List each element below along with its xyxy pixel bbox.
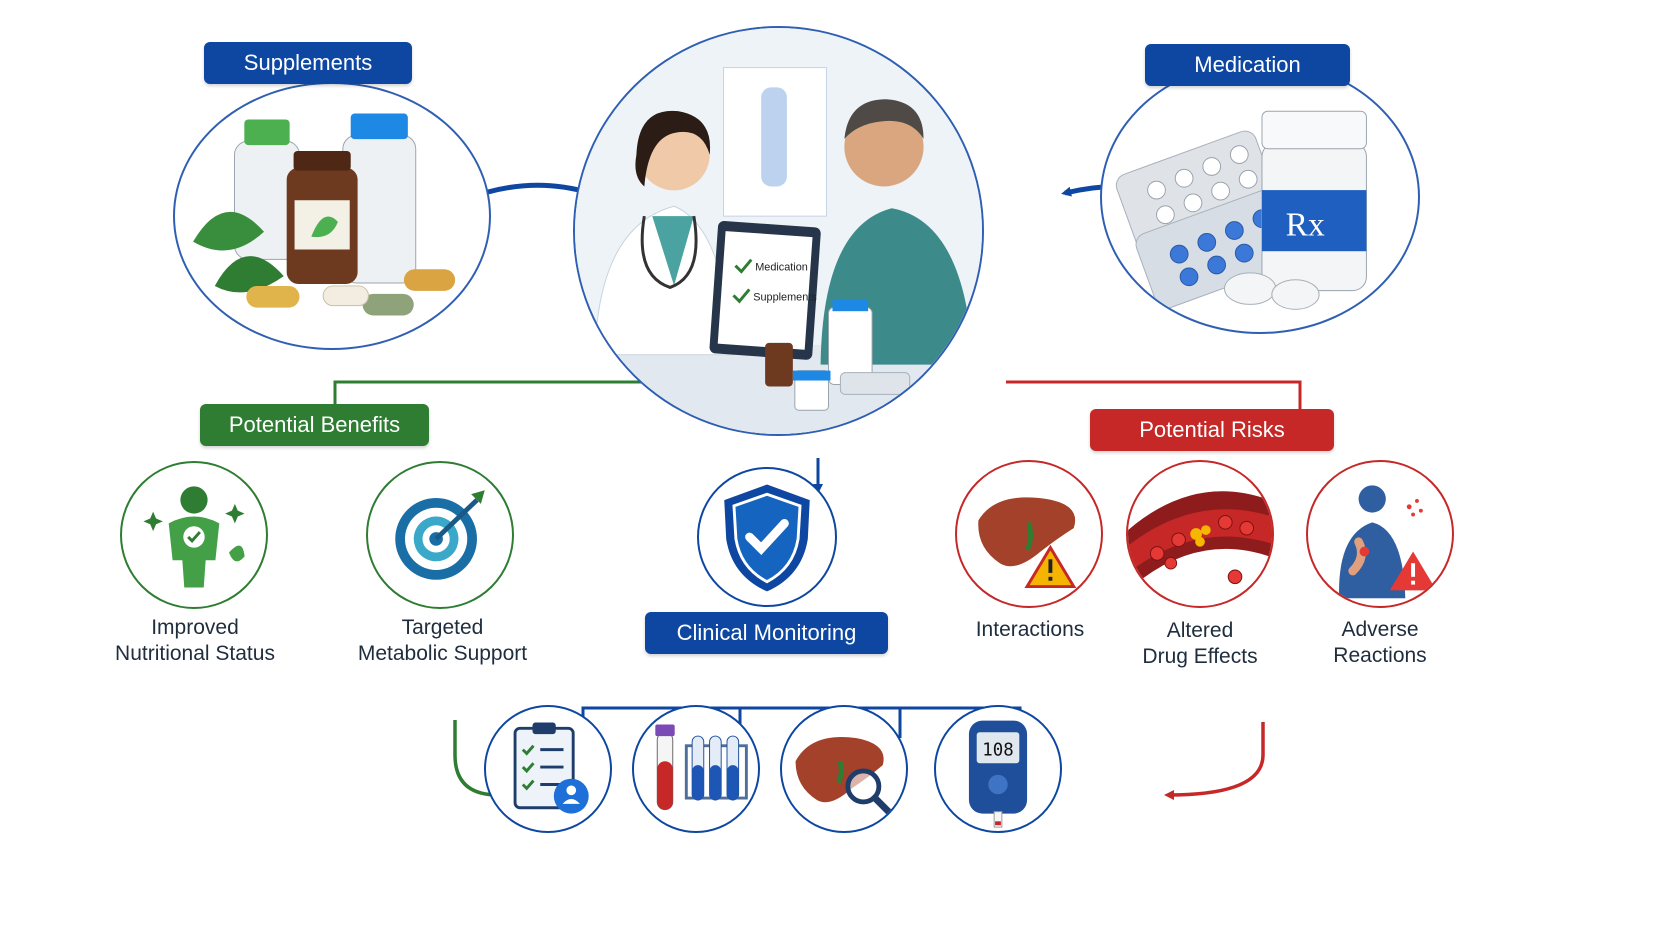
monitoring-checklist-circle xyxy=(484,705,612,833)
improved-nutrition-caption: Improved Nutritional Status xyxy=(100,615,290,667)
line-to-benefits xyxy=(330,380,648,417)
supplements-label-text: Supplements xyxy=(243,50,373,75)
supplement-bottles-icon xyxy=(193,113,456,316)
improved-line1: Improved xyxy=(151,616,239,639)
targeted-line1: Targeted xyxy=(401,616,484,639)
adverse-reactions-circle xyxy=(1306,460,1454,608)
liver-warning-icon xyxy=(978,497,1077,588)
potential-risks-label: Potential Risks xyxy=(1090,409,1334,451)
potential-benefits-text: Potential Benefits xyxy=(228,412,401,437)
supplements-circle xyxy=(173,82,491,350)
consultation-circle: Medication Supplements xyxy=(573,26,984,436)
targeted-support-caption: Targeted Metabolic Support xyxy=(340,615,545,667)
potential-risks-text: Potential Risks xyxy=(1139,417,1285,442)
adverse-line1: Adverse xyxy=(1341,618,1419,641)
targeted-line2: Metabolic Support xyxy=(357,642,528,665)
medication-label: Medication xyxy=(1145,44,1350,86)
interactions-line1: Interactions xyxy=(975,618,1085,641)
altered-line2: Drug Effects xyxy=(1142,645,1258,668)
monitoring-glucose-circle: 108 xyxy=(934,705,1062,833)
improved-nutrition-circle xyxy=(120,461,268,609)
test-tubes-icon xyxy=(655,724,748,811)
liver-magnifier-icon xyxy=(795,737,894,817)
arrow-risks-to-tools xyxy=(1164,722,1265,800)
interactions-caption: Interactions xyxy=(940,617,1120,643)
checklist-item-supplements: Supplements xyxy=(753,291,817,303)
clipboard-checklist-icon xyxy=(513,722,589,814)
clinical-monitoring-text: Clinical Monitoring xyxy=(676,620,857,645)
adverse-line2: Reactions xyxy=(1333,644,1427,667)
altered-effects-caption: Altered Drug Effects xyxy=(1110,618,1290,670)
line-to-risks xyxy=(1006,380,1305,420)
medication-circle: Rx xyxy=(1100,60,1420,334)
doctor-patient-illustration: Medication Supplements xyxy=(575,28,982,434)
glucose-reading: 108 xyxy=(982,740,1013,760)
supplements-label: Supplements xyxy=(204,42,412,84)
pill-blister-rx-bottle-icon: Rx xyxy=(1115,110,1367,310)
svg-text:Rx: Rx xyxy=(1286,206,1325,243)
improved-line2: Nutritional Status xyxy=(115,642,275,665)
adverse-reactions-caption: Adverse Reactions xyxy=(1290,617,1470,669)
altered-line1: Altered xyxy=(1166,619,1234,642)
glucose-meter-icon: 108 xyxy=(968,720,1028,828)
shield-circle xyxy=(697,467,837,607)
medication-label-text: Medication xyxy=(1194,52,1301,77)
arrow-supplements-to-consult xyxy=(487,182,594,197)
interactions-circle xyxy=(955,460,1103,608)
blood-vessel-icon xyxy=(1128,491,1272,591)
potential-benefits-label: Potential Benefits xyxy=(200,404,429,446)
person-pain-warning-icon xyxy=(1339,485,1437,599)
person-check-icon xyxy=(143,486,245,588)
targeted-support-circle xyxy=(366,461,514,609)
shield-check-icon xyxy=(724,484,810,592)
target-icon xyxy=(395,490,485,580)
altered-effects-circle xyxy=(1126,460,1274,608)
monitoring-bloodwork-circle xyxy=(632,705,760,833)
monitoring-liver-circle xyxy=(780,705,908,833)
clinical-monitoring-label: Clinical Monitoring xyxy=(645,612,888,654)
checklist-item-medication: Medication xyxy=(755,262,808,274)
